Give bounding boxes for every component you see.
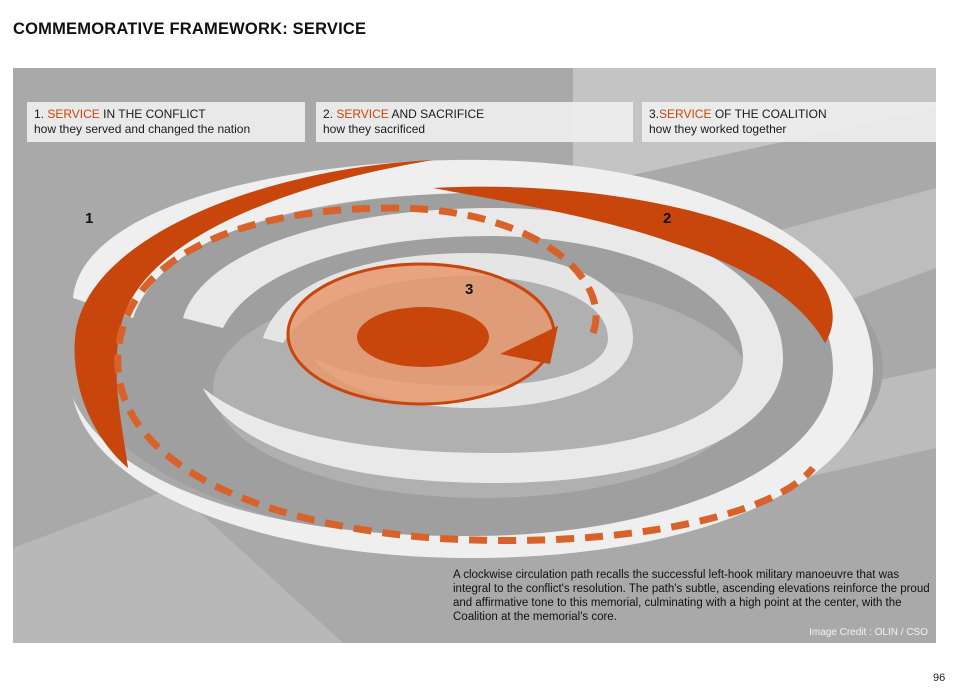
coalition-core-inner <box>357 307 489 367</box>
category-service-and-sacrifice: 2. SERVICE AND SACRIFICE how they sacrif… <box>316 102 633 142</box>
category-title: 2. SERVICE AND SACRIFICE <box>323 107 485 121</box>
category-service-in-conflict: 1. SERVICE IN THE CONFLICT how they serv… <box>27 102 305 142</box>
page-number: 96 <box>933 672 946 684</box>
circulation-path <box>114 204 816 545</box>
site-plan-image: 1. SERVICE IN THE CONFLICT how they serv… <box>13 68 936 643</box>
diagram-marker-3: 3 <box>465 281 474 298</box>
path-arrowhead <box>500 326 558 364</box>
diagram-marker-1: 1 <box>85 210 94 227</box>
memorial-diagram <box>13 68 936 643</box>
crescent-sacrifice-left <box>74 160 434 468</box>
crescent-sacrifice-right <box>433 186 833 343</box>
category-subtitle: how they sacrificed <box>323 122 426 136</box>
category-subtitle: how they worked together <box>649 122 787 136</box>
category-title: 1. SERVICE IN THE CONFLICT <box>34 107 206 121</box>
category-title: 3.SERVICE OF THE COALITION <box>649 107 827 121</box>
category-subtitle: how they served and changed the nation <box>34 122 251 136</box>
diagram-marker-2: 2 <box>663 210 672 227</box>
description-text: A clockwise circulation path recalls the… <box>453 569 930 623</box>
image-credit: Image Credit : OLIN / CSO <box>809 627 928 638</box>
page-title: COMMEMORATIVE FRAMEWORK: SERVICE <box>13 20 367 38</box>
category-service-of-coalition: 3.SERVICE OF THE COALITION how they work… <box>642 102 936 142</box>
